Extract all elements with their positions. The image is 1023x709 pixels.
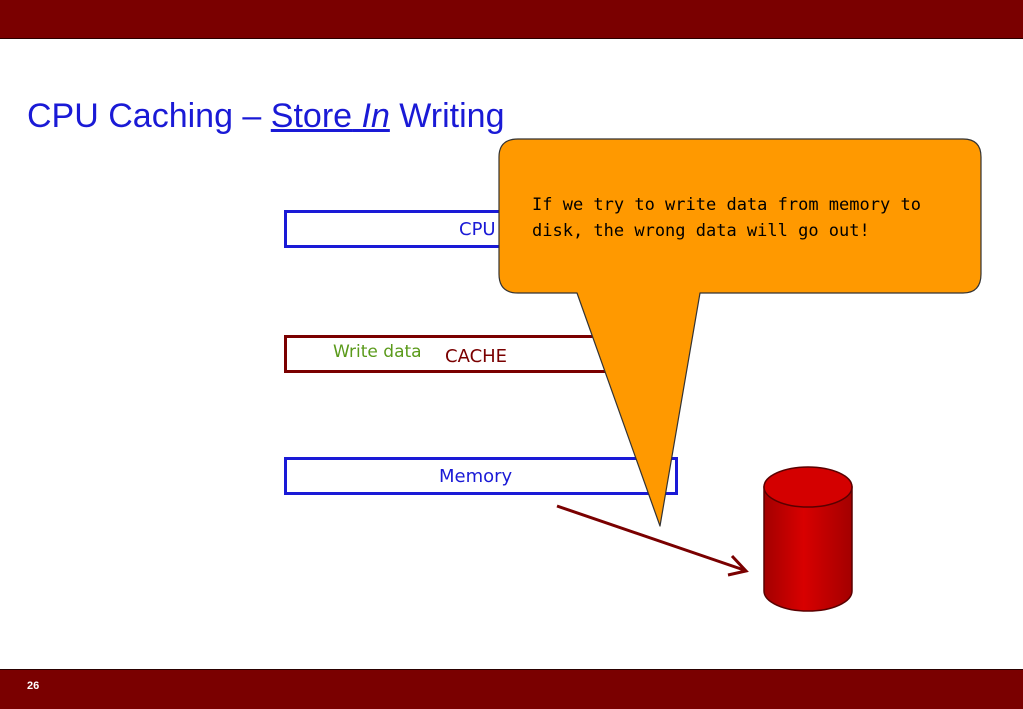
title-store: Store: [270, 97, 353, 135]
callout-text: If we try to write data from memory to d…: [532, 195, 921, 241]
disk-icon: [763, 466, 853, 612]
callout-bubble: [498, 138, 982, 527]
title-in: In: [361, 97, 390, 135]
cache-label: CACHE: [445, 346, 508, 367]
arrow-head: [727, 554, 749, 577]
title-prefix: CPU Caching –: [27, 97, 271, 135]
footer-bar: 26: [0, 669, 1023, 709]
disk-body: [763, 486, 853, 612]
arrow-memory-to-disk: [556, 504, 749, 577]
write-data-label: Write data: [333, 342, 422, 362]
memory-label: Memory: [439, 466, 513, 487]
header-bar: [0, 0, 1023, 39]
memory-box: Memory: [284, 457, 678, 495]
title-suffix: Writing: [389, 97, 505, 135]
arrow-shaft: [556, 504, 745, 572]
disk-top: [763, 466, 853, 508]
cpu-label: CPU: [459, 219, 496, 240]
slide-title: CPU Caching – Store In Writing: [27, 94, 504, 138]
slide-number: 26: [27, 680, 40, 692]
